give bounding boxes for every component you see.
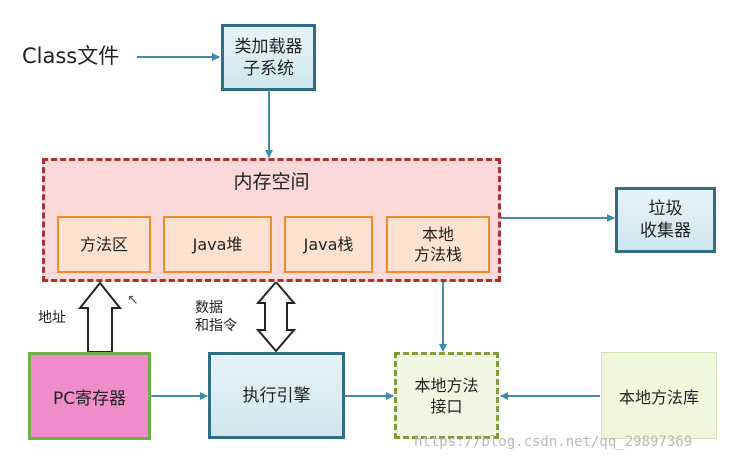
pc-register-box: PC寄存器 (28, 352, 151, 440)
method-area-box: 方法区 (57, 216, 151, 273)
garbage-collector-box: 垃圾 收集器 (615, 187, 716, 253)
java-stack-box: Java栈 (284, 216, 373, 273)
native-interface-line1: 本地方法 (414, 375, 479, 395)
class-loader-line2: 子系统 (243, 58, 294, 79)
data-label-line1: 数据 (195, 300, 223, 316)
java-heap-box: Java堆 (163, 216, 272, 273)
hollow-arrow-data (255, 280, 297, 353)
gc-line2: 收集器 (640, 221, 691, 241)
data-label-line2: 和指令 (195, 318, 237, 334)
mouse-cursor-icon: ↖ (127, 292, 139, 308)
watermark-text: https://blog.csdn.net/qq_29897369 (414, 434, 693, 450)
address-label: 地址 (38, 310, 66, 326)
class-file-label: Class文件 (22, 44, 120, 68)
class-loader-box: 类加载器 子系统 (221, 24, 316, 91)
native-interface-box: 本地方法 接口 (394, 352, 499, 439)
native-interface-line2: 接口 (430, 396, 463, 416)
native-library-box: 本地方法库 (601, 352, 717, 439)
class-loader-line1: 类加载器 (234, 36, 303, 57)
memory-space-title: 内存空间 (233, 170, 310, 193)
native-stack-line2: 方法栈 (413, 244, 462, 264)
native-stack-line1: 本地 (421, 224, 454, 244)
data-instructions-label: 数据 和指令 (195, 299, 237, 335)
execution-engine-box: 执行引擎 (208, 352, 345, 439)
gc-line1: 垃圾 (648, 199, 683, 219)
native-method-stack-box: 本地 方法栈 (386, 216, 490, 273)
hollow-arrow-address (77, 281, 123, 353)
